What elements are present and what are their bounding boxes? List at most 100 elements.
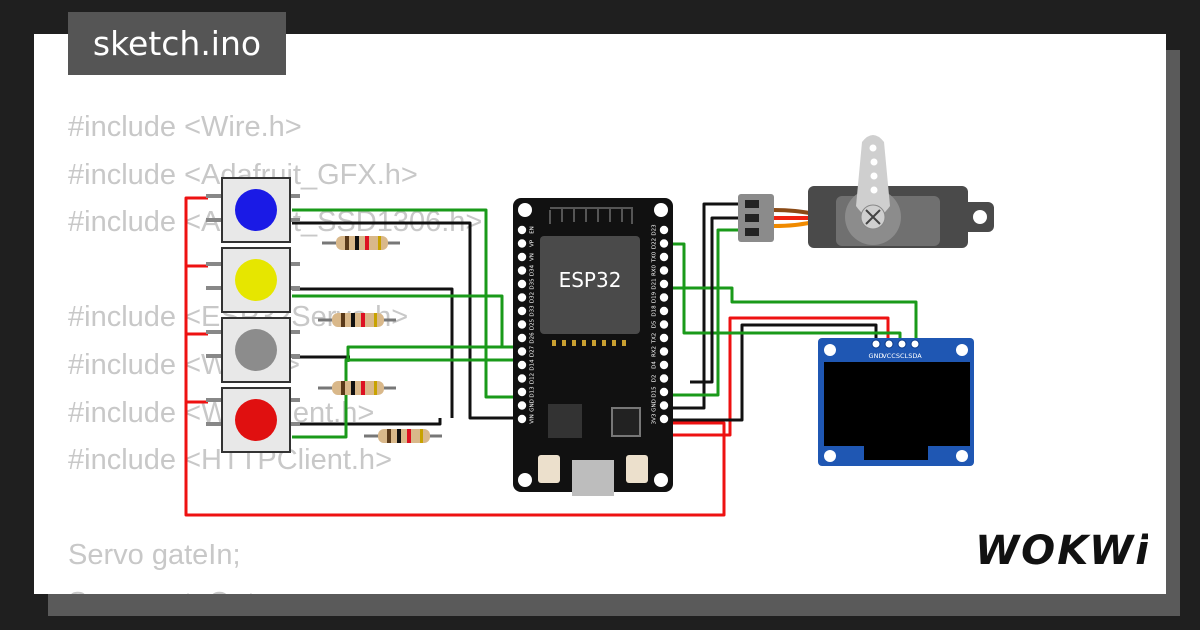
wire-red-oled-vcc xyxy=(660,316,890,437)
esp32-pin[interactable] xyxy=(659,333,669,343)
wire-green-scl xyxy=(660,242,902,338)
esp32-pin[interactable] xyxy=(517,401,527,410)
esp32-module xyxy=(540,236,640,334)
oled-pin-label: SCL xyxy=(896,352,909,360)
button-cap[interactable] xyxy=(235,399,277,441)
resistor xyxy=(318,313,396,327)
usb-port[interactable] xyxy=(572,460,614,496)
esp32-pin-label: VP xyxy=(530,239,536,247)
button-cap[interactable] xyxy=(235,329,277,371)
usb-chip xyxy=(611,407,641,437)
servo-connector xyxy=(738,194,831,242)
esp32-pin-label: D25 xyxy=(530,318,536,330)
esp32-pin[interactable] xyxy=(659,360,669,370)
boot-button[interactable] xyxy=(538,455,560,483)
esp32-pin[interactable] xyxy=(659,252,669,262)
oled-screen xyxy=(824,362,970,446)
esp32-pin-label: GND xyxy=(530,399,536,412)
esp32-pin[interactable] xyxy=(659,239,669,248)
wire-green-btn3 xyxy=(346,345,520,362)
esp32-pin[interactable] xyxy=(659,279,669,289)
esp32-pin[interactable] xyxy=(517,239,527,248)
code-line: #include <Wire.h> xyxy=(68,111,302,143)
esp32-pin[interactable] xyxy=(659,401,669,410)
esp32-pin[interactable] xyxy=(517,320,527,329)
resistor xyxy=(364,429,442,443)
esp32-pin-label: D2 xyxy=(652,375,658,383)
reset-button[interactable] xyxy=(626,455,648,483)
esp32-pin[interactable] xyxy=(517,252,527,262)
wire-green-btn1 xyxy=(292,208,520,399)
esp32-pin[interactable] xyxy=(659,293,669,302)
esp32-pin[interactable] xyxy=(517,347,527,356)
oled-pin-label: GND xyxy=(869,352,884,360)
esp32-pin-label: D21 xyxy=(652,278,658,289)
esp32-pin-label: D4 xyxy=(652,361,658,369)
esp32-pin-label: RX2 xyxy=(652,346,658,357)
esp32-pin-label: D34 xyxy=(530,264,536,276)
esp32-pin[interactable] xyxy=(517,360,527,370)
wire-green-servo xyxy=(660,228,742,397)
esp32-pin[interactable] xyxy=(517,306,527,316)
wire-green-btn4 xyxy=(292,358,520,439)
push-button-blue[interactable] xyxy=(206,177,300,243)
esp32-pin-label: D22 xyxy=(652,238,658,249)
esp32-pin[interactable] xyxy=(517,266,527,275)
esp32-pin[interactable] xyxy=(517,414,527,424)
push-button-red[interactable] xyxy=(206,387,300,453)
wire-black-button-gnd xyxy=(292,221,520,426)
button-cap[interactable] xyxy=(235,189,277,231)
esp32-pin[interactable] xyxy=(659,347,669,356)
resistor xyxy=(322,236,400,250)
esp32-pin[interactable] xyxy=(659,266,669,275)
code-line: #include <Adafruit_GFX.h> xyxy=(68,158,418,191)
push-button-gray[interactable] xyxy=(206,317,300,383)
esp32-pin[interactable] xyxy=(659,387,669,397)
esp32-right-pins: D23D22TX0RX0D21D19D18D5TX2RX2D4D2D15GND3… xyxy=(652,224,669,424)
esp32-pin-label: GND xyxy=(652,399,658,412)
servo-motor[interactable] xyxy=(808,135,994,248)
esp32-pin[interactable] xyxy=(517,225,527,235)
esp32-board[interactable]: ESP32 ENVPVND34D35D32D33D25D26D27D14D12D… xyxy=(513,198,673,496)
esp32-pin[interactable] xyxy=(659,320,669,329)
esp32-pin-label: D27 xyxy=(530,345,536,357)
esp32-pin[interactable] xyxy=(517,293,527,302)
esp32-pin-label: RX0 xyxy=(652,264,658,276)
oled-pin-label: SDA xyxy=(908,352,922,360)
esp32-pin-label: TX2 xyxy=(652,333,658,345)
esp32-pin-label: D15 xyxy=(652,386,658,398)
antenna-trace xyxy=(549,207,633,224)
esp32-pin[interactable] xyxy=(517,279,527,289)
esp32-pin-label: VIN xyxy=(530,414,536,424)
code-line: #include <HTTPClient.h> xyxy=(68,444,392,477)
oled-pin[interactable] xyxy=(871,339,881,349)
esp32-pin-label: D18 xyxy=(652,305,658,317)
esp32-pin[interactable] xyxy=(517,333,527,343)
esp32-pin[interactable] xyxy=(517,387,527,397)
esp32-pin-label: D32 xyxy=(530,292,536,303)
esp32-pin-label: D35 xyxy=(530,278,536,290)
wire-black-oled-gnd xyxy=(660,323,878,422)
oled-pin[interactable] xyxy=(910,339,920,349)
esp32-pin-label: 3V3 xyxy=(652,413,658,424)
esp32-pin[interactable] xyxy=(659,374,669,383)
esp32-pin[interactable] xyxy=(659,414,669,424)
wokwi-wordmark: WOKWi xyxy=(978,528,1148,574)
file-tab[interactable]: sketch.ino xyxy=(68,12,286,75)
esp32-pin-label: D23 xyxy=(652,224,658,236)
esp32-pin[interactable] xyxy=(659,306,669,316)
esp32-pin-label: D14 xyxy=(530,359,536,371)
push-button-yellow[interactable] xyxy=(206,247,300,313)
esp32-pin-label: D12 xyxy=(530,373,536,384)
button-cap[interactable] xyxy=(235,259,277,301)
resistor xyxy=(318,381,396,395)
esp32-pin[interactable] xyxy=(517,374,527,383)
oled-pin[interactable] xyxy=(884,339,894,349)
esp32-pin[interactable] xyxy=(659,225,669,235)
esp32-pin-label: D13 xyxy=(530,386,536,398)
code-line: Servo gateIn; xyxy=(68,539,241,572)
oled-pin[interactable] xyxy=(897,339,907,349)
esp32-pin-label: D33 xyxy=(530,305,536,317)
